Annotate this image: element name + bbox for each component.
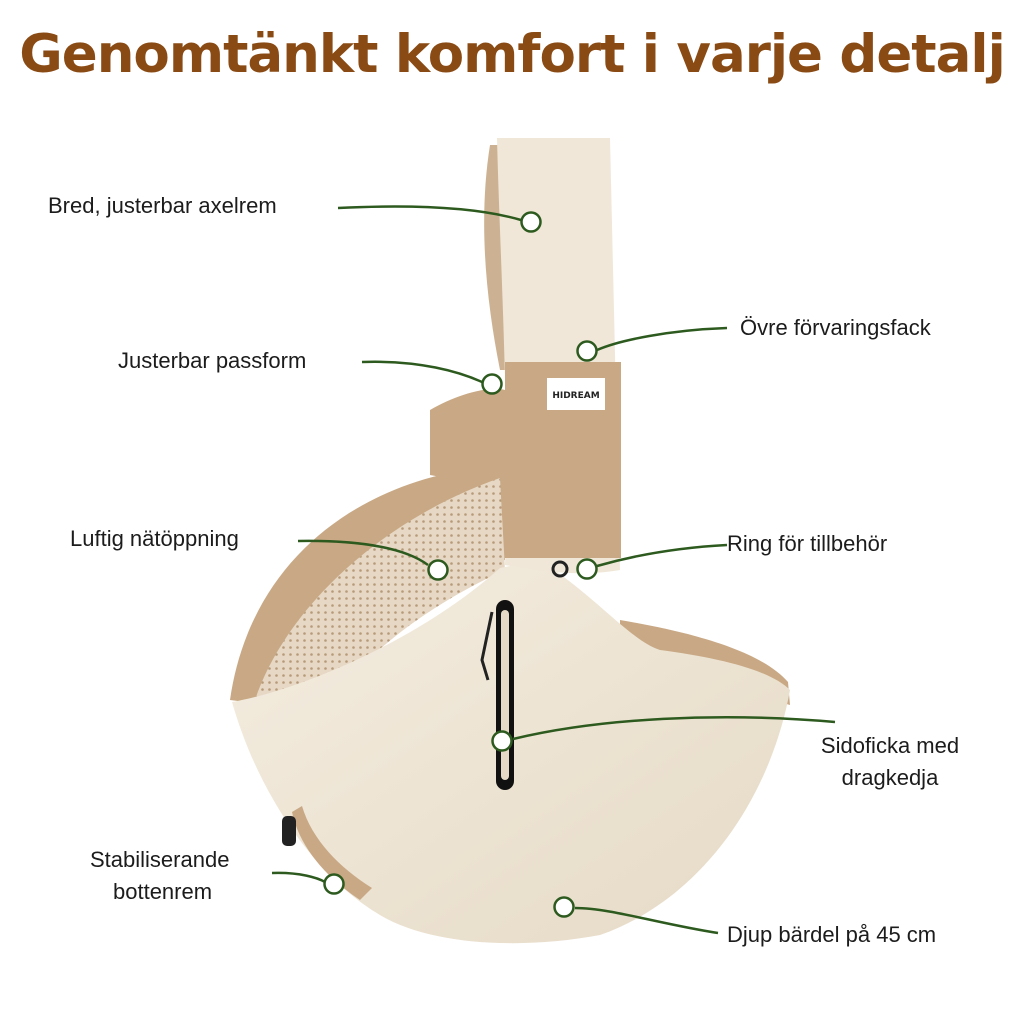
label-bottom-strap-line1: Stabiliserande	[90, 847, 230, 872]
brand-tag	[547, 378, 605, 410]
bottom-strap-buckle	[282, 816, 296, 846]
bottom-strap	[292, 806, 372, 900]
zipper-pull	[480, 611, 494, 681]
label-accessory-ring: Ring för tillbehör	[727, 531, 888, 556]
label-side-pocket: Sidoficka med dragkedja	[800, 730, 980, 794]
label-side-pocket-line1: Sidoficka med	[820, 733, 960, 758]
label-adjustable-fit: Justerbar passform	[118, 348, 307, 373]
brand-tag-text: HIDREAM	[552, 391, 599, 401]
label-storage-pocket: Övre förvaringsfack	[740, 315, 931, 340]
zipper-opening	[501, 610, 509, 780]
label-bottom-strap-line2: bottenrem	[113, 879, 213, 904]
callouts	[271, 205, 836, 935]
accessory-ring	[551, 560, 569, 578]
label-mesh-opening: Luftig nätöppning	[70, 526, 239, 551]
page-title: Genomtänkt komfort i varje detalj	[19, 24, 1006, 85]
callout-markers	[323, 211, 598, 918]
adjustable-fit-panel	[430, 388, 505, 480]
mesh-panel	[255, 478, 505, 700]
label-depth: Djup bärdel på 45 cm	[727, 922, 937, 947]
label-side-pocket-line2: dragkedja	[841, 765, 939, 790]
label-bottom-strap: Stabiliserande bottenrem	[90, 844, 229, 908]
sling-bag: HIDREAM	[230, 138, 790, 944]
label-shoulder-strap: Bred, justerbar axelrem	[48, 193, 277, 218]
